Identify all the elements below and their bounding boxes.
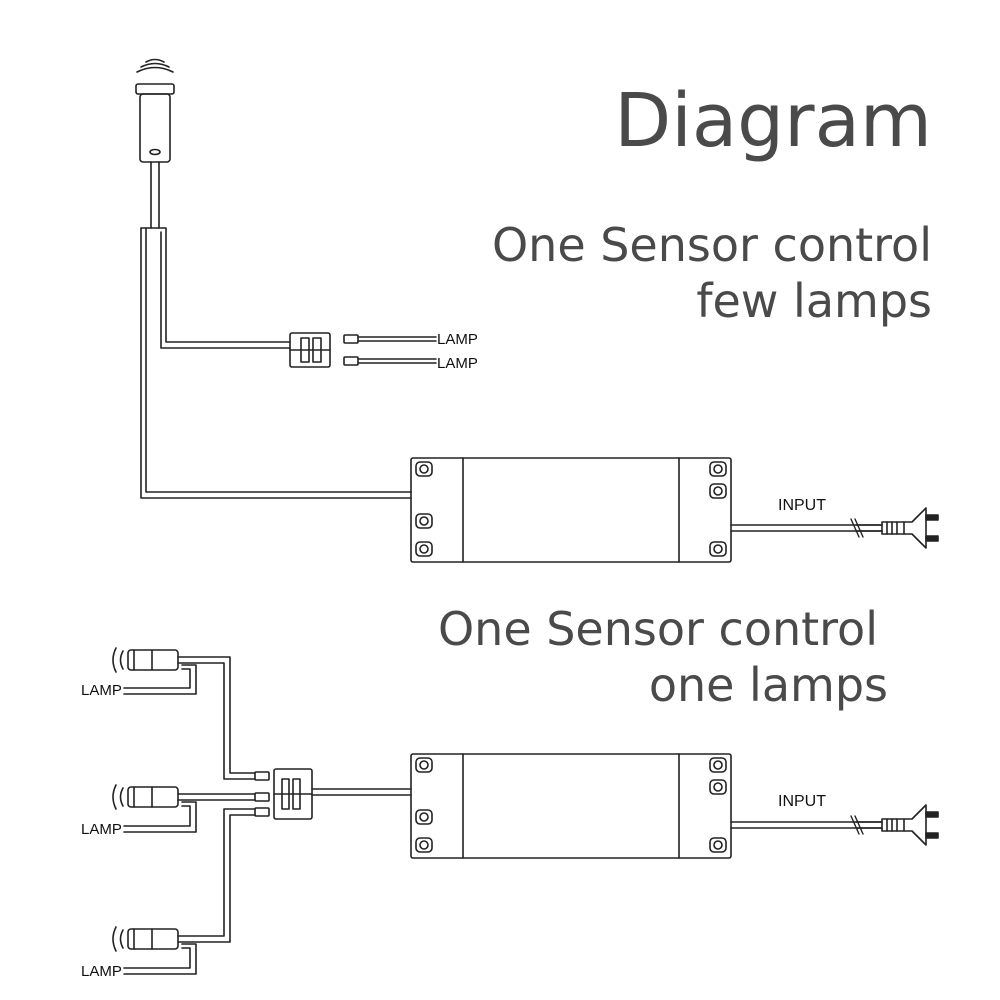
lamp-label: LAMP	[81, 682, 122, 699]
sensor-icon	[112, 926, 179, 952]
splitter-cable	[311, 788, 412, 796]
sensor-icon	[112, 784, 179, 810]
one-lamp-heading-line1: One Sensor control	[437, 602, 878, 656]
led-driver-box	[410, 753, 732, 859]
sensor-cable	[140, 161, 412, 499]
connector-icon	[254, 771, 270, 817]
sensor-cable	[123, 793, 256, 833]
few-lamps-heading-line1: One Sensor control	[491, 218, 932, 272]
lamp-label: LAMP	[81, 821, 122, 838]
diagram-title: Diagram	[614, 78, 932, 164]
cable-splitter-icon	[273, 768, 313, 820]
few-lamps-heading-line2: few lamps	[696, 274, 932, 328]
power-plug-icon	[850, 804, 939, 846]
lamp-label: LAMP	[437, 355, 478, 372]
few-lamps-section: LAMP LAMP INPUT	[135, 58, 939, 563]
input-label: INPUT	[778, 497, 826, 514]
power-plug-icon	[850, 507, 939, 549]
cylinder-sensor-icon	[135, 83, 175, 163]
lamp-label: LAMP	[437, 331, 478, 348]
lamp-connector-icon	[343, 334, 437, 366]
one-lamp-heading-line2: one lamps	[648, 658, 888, 712]
sensor-cable	[123, 808, 256, 975]
sensor-icon	[112, 647, 179, 673]
sensor-signal-icon	[136, 58, 174, 73]
one-lamp-section: LAMP LAMP LAMP INPUT	[81, 647, 939, 980]
cable-splitter-icon	[289, 332, 331, 368]
input-label: INPUT	[778, 793, 826, 810]
led-driver-box	[410, 457, 732, 563]
sensor-cable	[123, 656, 256, 780]
lamp-label: LAMP	[81, 963, 122, 980]
